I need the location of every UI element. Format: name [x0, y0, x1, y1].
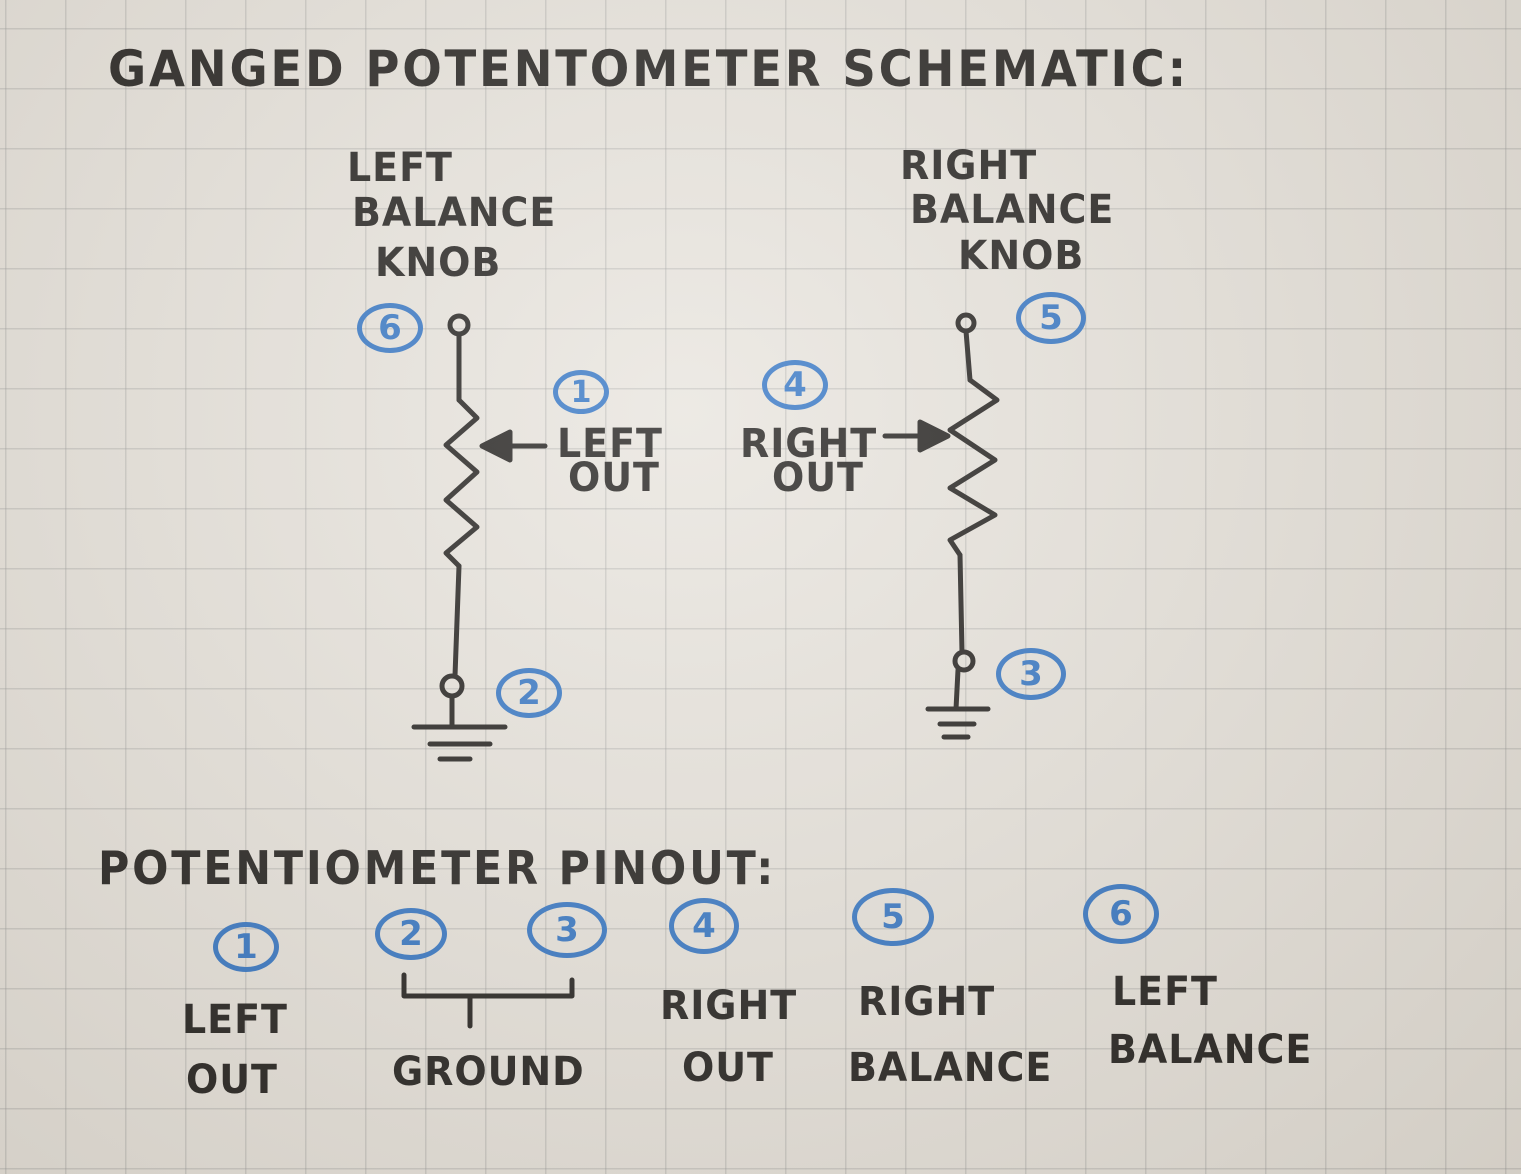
pinout-label-6-line1: LEFT: [1112, 969, 1218, 1015]
pinout-label-4-line2: OUT: [682, 1045, 774, 1091]
left-resistor-zigzag: [443, 397, 480, 569]
pinout-label-1-line1: LEFT: [182, 997, 288, 1043]
pinout-number-4: 4: [669, 898, 739, 954]
left-out-label-line1: LEFT: [557, 421, 663, 467]
pinout-number-1: 1: [213, 922, 279, 972]
pinout-label-6-line2: BALANCE: [1108, 1027, 1313, 1073]
right-potentiometer: [882, 312, 1000, 740]
left-potentiometer: [411, 313, 548, 762]
pin-6-marker: 6: [357, 303, 423, 353]
pinout-title: POTENTIOMETER PINOUT:: [98, 841, 777, 895]
right-knob-label-line2: BALANCE: [910, 187, 1115, 233]
left-bottom-terminal: [439, 673, 465, 699]
right-ground-lead: [953, 667, 961, 712]
pinout-label-4-line1: RIGHT: [660, 983, 798, 1029]
left-bottom-wire: [452, 563, 462, 679]
right-bottom-wire: [957, 552, 965, 655]
pin-3-marker: 3: [996, 648, 1066, 700]
right-resistor-zigzag: [947, 377, 1000, 558]
pinout-label-ground: GROUND: [392, 1049, 585, 1095]
pinout-number-2: 2: [375, 908, 447, 960]
pin-1-marker: 1: [553, 370, 609, 414]
pinout-label-5-line1: RIGHT: [858, 979, 996, 1025]
pinout-number-6: 6: [1083, 884, 1159, 944]
ground-bracket: [401, 972, 575, 1029]
left-wiper-arrowhead: [479, 429, 513, 463]
right-out-label-line2: OUT: [772, 455, 864, 501]
left-knob-label-line1: LEFT: [347, 145, 453, 191]
pin-4-marker: 4: [762, 360, 828, 410]
right-knob-label-line3: KNOB: [958, 233, 1085, 279]
pinout-label-1-line2: OUT: [186, 1057, 278, 1103]
pinout-label-5-line2: BALANCE: [848, 1045, 1053, 1091]
pin-5-marker: 5: [1016, 292, 1086, 344]
right-bottom-terminal: [952, 649, 976, 673]
right-out-label-line1: RIGHT: [740, 421, 878, 467]
right-knob-label-line1: RIGHT: [900, 143, 1038, 189]
left-knob-label-line3: KNOB: [375, 240, 502, 286]
pinout-number-3: 3: [527, 902, 607, 958]
pinout-number-5: 5: [852, 888, 934, 946]
diagram-title: GANGED POTENTOMETER SCHEMATIC:: [108, 40, 1189, 98]
right-top-wire: [963, 328, 973, 383]
right-wiper-arrowhead: [917, 419, 951, 453]
left-knob-label-line2: BALANCE: [352, 190, 557, 236]
left-top-terminal: [447, 313, 471, 337]
pin-2-marker: 2: [496, 668, 562, 718]
left-out-label-line2: OUT: [568, 455, 660, 501]
